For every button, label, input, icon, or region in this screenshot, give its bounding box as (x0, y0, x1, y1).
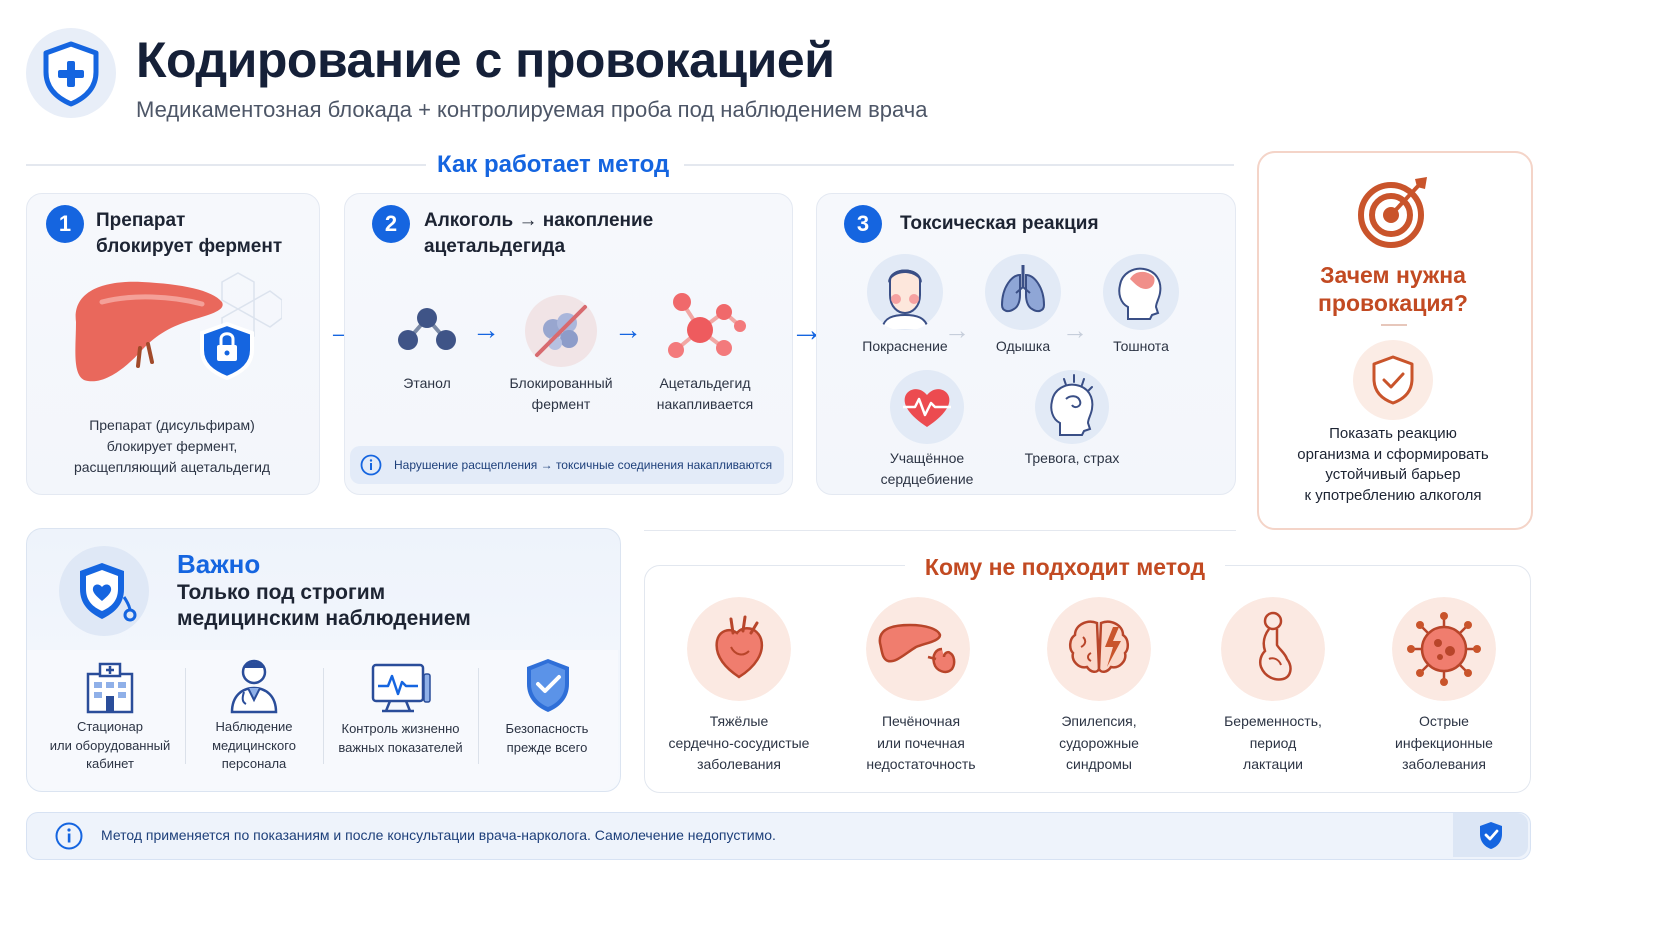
why-divider (1381, 324, 1407, 326)
info-icon (360, 454, 382, 476)
nausea-label: Тошнота (1113, 338, 1169, 354)
important-title: Важно (177, 549, 261, 579)
anxiety-label: Тревога, страх (1024, 450, 1120, 466)
step2-note-text: Нарушение расщепления → токсичные соедин… (394, 458, 773, 472)
contra-pregnancy-label: Беременность, период лактации (1224, 713, 1322, 772)
page-subtitle: Медикаментозная блокада + контролируемая… (136, 97, 928, 122)
divider (323, 668, 324, 764)
shield-check-icon (1480, 822, 1502, 849)
shield-check-icon (1353, 340, 1433, 420)
step3-title: Токсическая реакция (900, 213, 1099, 234)
step3-number: 3 (844, 205, 882, 243)
divider-left (26, 164, 426, 166)
nausea-head-icon (1103, 254, 1179, 330)
arrow-right-icon: → (944, 315, 970, 345)
step1-number: 1 (46, 205, 84, 243)
step1-title: Препарат блокирует фермент (96, 210, 283, 257)
contra-liver-label: Печёночная или почечная недостаточность (866, 713, 976, 772)
flushing-label: Покраснение (862, 338, 948, 354)
flushing-face-icon (867, 254, 943, 330)
contra-top-divider (644, 530, 1236, 531)
acetaldehyde-molecule-icon (668, 293, 746, 358)
contra-title: Кому не подходит метод (905, 553, 1225, 581)
item-hospital-label: Стационар или оборудованный кабинет (49, 719, 171, 771)
step3-card (816, 193, 1236, 495)
info-icon (55, 822, 83, 850)
step2-note: Нарушение расщепления → токсичные соедин… (350, 446, 784, 484)
liver-kidney-icon (866, 597, 970, 701)
vital-monitor-icon (371, 663, 431, 713)
contra-cardio-label: Тяжёлые сердечно-сосудистые заболевания (668, 713, 810, 772)
why-title: Зачем нужна провокация? (1318, 262, 1468, 316)
item-vitals-label: Контроль жизненно важных показателей (338, 721, 463, 755)
dyspnea-label: Одышка (995, 338, 1051, 354)
shield-stethoscope-icon (59, 546, 149, 636)
arrow-right-icon: → (1062, 315, 1088, 345)
contra-infection-label: Острые инфекционные заболевания (1395, 713, 1493, 772)
blocked-enzyme-label: Блокированный фермент (509, 375, 613, 412)
divider (478, 668, 479, 764)
page-title: Кодирование с провокацией (136, 32, 835, 88)
virus-icon (1392, 597, 1496, 701)
important-subtitle: Только под строгим медицинским наблюдени… (177, 581, 471, 630)
liver-lock-icon (75, 272, 282, 382)
pregnancy-icon (1221, 597, 1325, 701)
doctor-icon (230, 659, 278, 714)
hospital-icon (86, 662, 134, 714)
arrow-right-icon: → (472, 314, 500, 345)
header-logo (26, 28, 116, 118)
heart-organ-icon (687, 597, 791, 701)
brain-lightning-icon (1047, 597, 1151, 701)
divider-right (684, 164, 1234, 166)
footer-badge (1453, 813, 1528, 857)
anxiety-head-icon (1035, 370, 1109, 444)
target-icon (1358, 177, 1427, 248)
step1-card (26, 193, 320, 495)
heartbeat-label: Учащённое сердцебиение (880, 450, 974, 487)
blocked-enzyme-icon (525, 295, 597, 367)
contra-epilepsy-label: Эпилепсия, судорожные синдромы (1059, 713, 1139, 772)
heartbeat-icon (890, 370, 964, 444)
item-staff-label: Наблюдение медицинского персонала (212, 719, 296, 771)
shield-plus-icon (43, 41, 99, 107)
method-section-title: Как работает метод (437, 151, 670, 178)
ethanol-label: Этанол (403, 375, 451, 391)
step2-number: 2 (372, 205, 410, 243)
footer-note: Метод применяется по показаниям и после … (101, 827, 776, 843)
arrow-right-icon: → (614, 314, 642, 345)
lungs-icon (985, 254, 1061, 330)
acetaldehyde-label: Ацетальдегид накапливается (656, 375, 754, 412)
item-safety-label: Безопасность прежде всего (505, 721, 589, 755)
step2-title: Алкоголь → накопление ацетальдегида (424, 210, 654, 257)
why-description: Показать реакцию организма и сформироват… (1297, 425, 1489, 504)
safety-shield-icon (527, 659, 569, 712)
divider (185, 668, 186, 764)
ethanol-molecule-icon (398, 308, 456, 350)
step1-description: Препарат (дисульфирам) блокирует фермент… (73, 417, 271, 475)
footer-bar (26, 812, 1531, 860)
